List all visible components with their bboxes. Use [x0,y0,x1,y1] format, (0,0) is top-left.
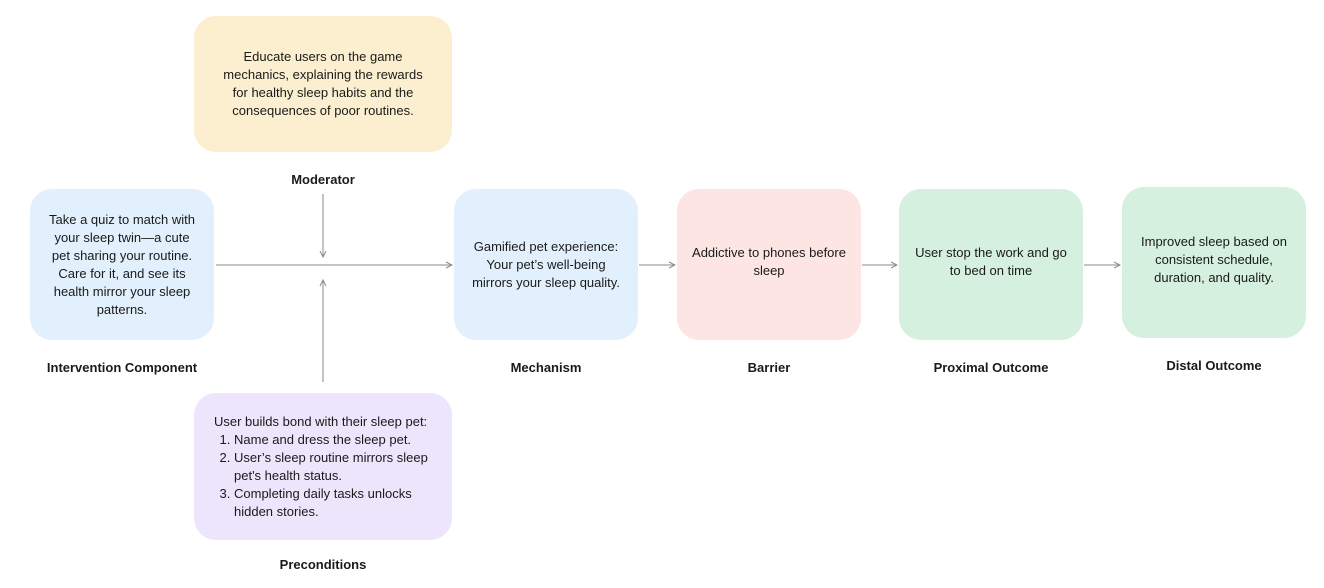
moderator-text: Educate users on the game mechanics, exp… [223,49,423,118]
proximal-outcome-card: User stop the work and go to bed on time [899,189,1083,340]
preconditions-list: Name and dress the sleep pet. User’s sle… [214,431,432,521]
preconditions-card: User builds bond with their sleep pet: N… [194,393,452,540]
preconditions-intro: User builds bond with their sleep pet: [214,413,428,429]
preconditions-item: Completing daily tasks unlocks hidden st… [234,485,432,521]
barrier-label: Barrier [747,360,791,375]
proximal-outcome-text: User stop the work and go to bed on time [915,244,1067,278]
distal-outcome-label: Distal Outcome [1166,358,1262,373]
barrier-text: Addictive to phones before sleep [692,244,846,278]
moderator-label: Moderator [291,172,355,187]
distal-outcome-text: Improved sleep based on consistent sched… [1141,233,1287,285]
intervention-text: Take a quiz to match with your sleep twi… [49,211,195,317]
moderator-card: Educate users on the game mechanics, exp… [194,16,452,152]
intervention-label: Intervention Component [46,360,198,375]
mechanism-text: Gamified pet experience: Your pet’s well… [472,238,620,290]
barrier-card: Addictive to phones before sleep [677,189,861,340]
preconditions-item: Name and dress the sleep pet. [234,431,432,449]
proximal-outcome-label: Proximal Outcome [933,360,1049,375]
intervention-card: Take a quiz to match with your sleep twi… [30,189,214,340]
preconditions-label: Preconditions [279,557,367,572]
distal-outcome-card: Improved sleep based on consistent sched… [1122,187,1306,338]
preconditions-item: User’s sleep routine mirrors sleep pet's… [234,449,432,485]
mechanism-card: Gamified pet experience: Your pet’s well… [454,189,638,340]
mechanism-label: Mechanism [510,360,582,375]
